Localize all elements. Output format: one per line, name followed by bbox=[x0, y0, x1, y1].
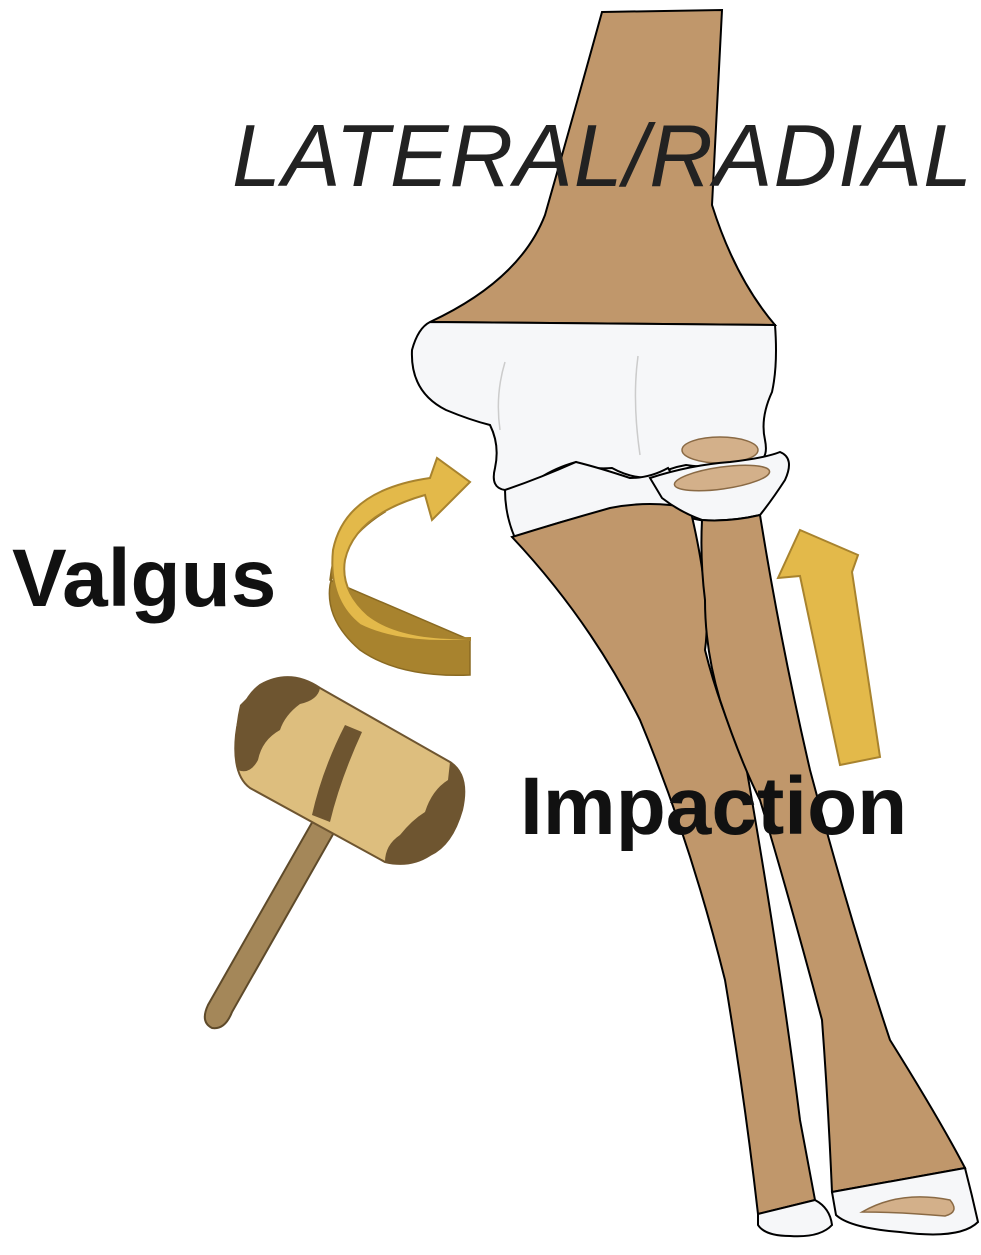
mallet-handle bbox=[205, 812, 340, 1028]
impaction-label: Impaction bbox=[520, 766, 907, 848]
mallet-icon bbox=[205, 677, 464, 1028]
diagram-title: LATERAL/RADIAL bbox=[232, 112, 973, 200]
valgus-label: Valgus bbox=[12, 538, 276, 620]
